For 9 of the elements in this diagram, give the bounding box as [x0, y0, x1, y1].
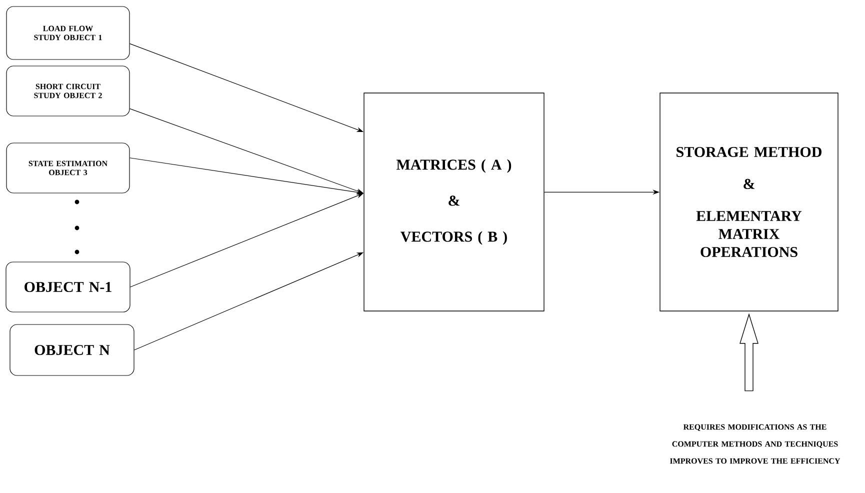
object-box: STATE ESTIMATION OBJECT 3	[6, 142, 130, 194]
object-box: OBJECT N	[10, 324, 134, 376]
object-box: LOAD FLOW STUDY OBJECT 1	[6, 6, 130, 60]
object-box: SHORT CIRCUIT STUDY OBJECT 2	[6, 66, 130, 116]
block-arrow	[740, 313, 758, 392]
process-box: MATRICES ( A ) & VECTORS ( B )	[364, 92, 544, 312]
note-text: REQUIRES MODIFICATIONS AS THE COMPUTER METHODS AND TECHNIQUES IMPROVES TO IMPROVE THE EFFICIENCY	[670, 424, 840, 464]
process-box: STORAGE METHOD & ELEMENTARY MATRIX OPERATIONS	[660, 92, 838, 312]
object-box: OBJECT N-1	[6, 262, 130, 312]
